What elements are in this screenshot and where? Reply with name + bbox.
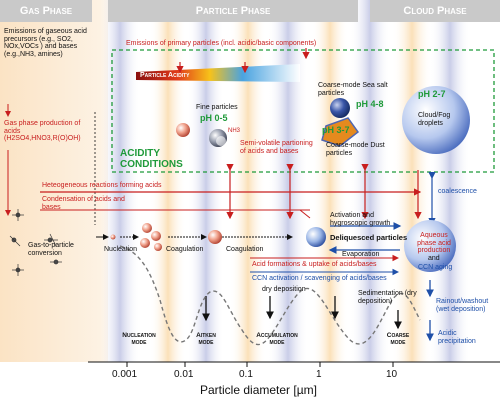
acidic-precip-label: Acidic precipitation — [438, 330, 476, 345]
tick-label-0.01: 0.01 — [174, 369, 194, 380]
emissions-gaseous: Emissions of gaseous acid precursors (e.… — [4, 28, 87, 59]
tick-label-0.1: 0.1 — [239, 369, 253, 380]
header-cloud-phase: Cloud Phase — [370, 0, 500, 22]
gas-phase-production: Gas phase production of acids (H2SO4,HNO… — [4, 120, 81, 143]
dry-deposition-label: dry deposition — [262, 286, 306, 293]
coagulation-label-1: Coagulation — [166, 246, 204, 253]
sea-salt-label: Coarse-mode Sea salt particles — [318, 82, 388, 97]
sedimentation-label: Sedimentation (dry deposition) — [358, 290, 417, 305]
aitken-mode: Aitken mode — [196, 332, 216, 347]
tick-label-0.001: 0.001 — [112, 369, 138, 380]
nucleation-label: Nucleation — [104, 246, 138, 253]
semi-volatile: Semi-volatile partioning of acids and ba… — [240, 140, 313, 155]
molecule-icons — [9, 209, 62, 276]
coarse-mode: Coarse mode — [386, 332, 410, 347]
nucleation-mode: Nucleation mode — [122, 332, 156, 347]
ccn-activation-label: CCN activation / scavenging of acids/bas… — [252, 275, 387, 282]
deliquesced-label: Deliquesced particles — [330, 233, 408, 242]
gas-to-particle: Gas-to-particle conversion — [28, 242, 74, 257]
cloud-label: Cloud/Fog droplets — [418, 112, 451, 127]
header-particle-phase: Particle Phase — [108, 0, 358, 22]
rainout-label: Rainout/washout (wet deposition) — [436, 298, 489, 313]
acid-formation-label: Acid formations & uptake of acids/bases — [252, 261, 377, 268]
fine-particles-label: Fine particles — [196, 104, 238, 111]
accumulation-mode: Accumulation mode — [256, 332, 298, 347]
heterogeneous-label: Heteogeneous reactions forming acids — [42, 182, 162, 189]
nh3-label: NH3 — [228, 128, 241, 134]
header-gas-phase: Gas Phase — [0, 0, 92, 22]
axis-label: Particle diameter [µm] — [200, 383, 317, 397]
tick-label-10: 10 — [386, 369, 398, 380]
coagulation-label-2: Coagulation — [226, 246, 264, 253]
fine-particles-ph: pH 0-5 — [200, 113, 228, 123]
dust-label: Coarse-mode Dust particles — [326, 142, 385, 157]
cloud-ph: pH 2-7 — [418, 89, 446, 99]
coalescence-label: coalescence — [438, 188, 477, 195]
emissions-primary: Emissions of primary particles (incl. ac… — [126, 40, 317, 47]
activation-label: Activation and hygroscopic growth — [330, 212, 391, 227]
sea-salt-ph: pH 4-8 — [356, 99, 384, 109]
evaporation-label: Evaporation — [342, 251, 380, 258]
acidity-conditions: ACIDITY CONDITIONS — [120, 148, 183, 170]
condensation-label: Condensation of acids and bases — [42, 196, 125, 211]
particle-acidity-label: Particle Acidity — [140, 72, 190, 79]
nucleus-particle — [110, 234, 116, 240]
tick-label-1: 1 — [316, 369, 322, 380]
aqueous-and: and — [428, 255, 440, 262]
aqueous-label: Aqueous phase acid production — [417, 232, 451, 255]
ccn-aging-label: CCN aging — [418, 264, 453, 271]
dust-ph: pH 3-7 — [322, 125, 350, 135]
